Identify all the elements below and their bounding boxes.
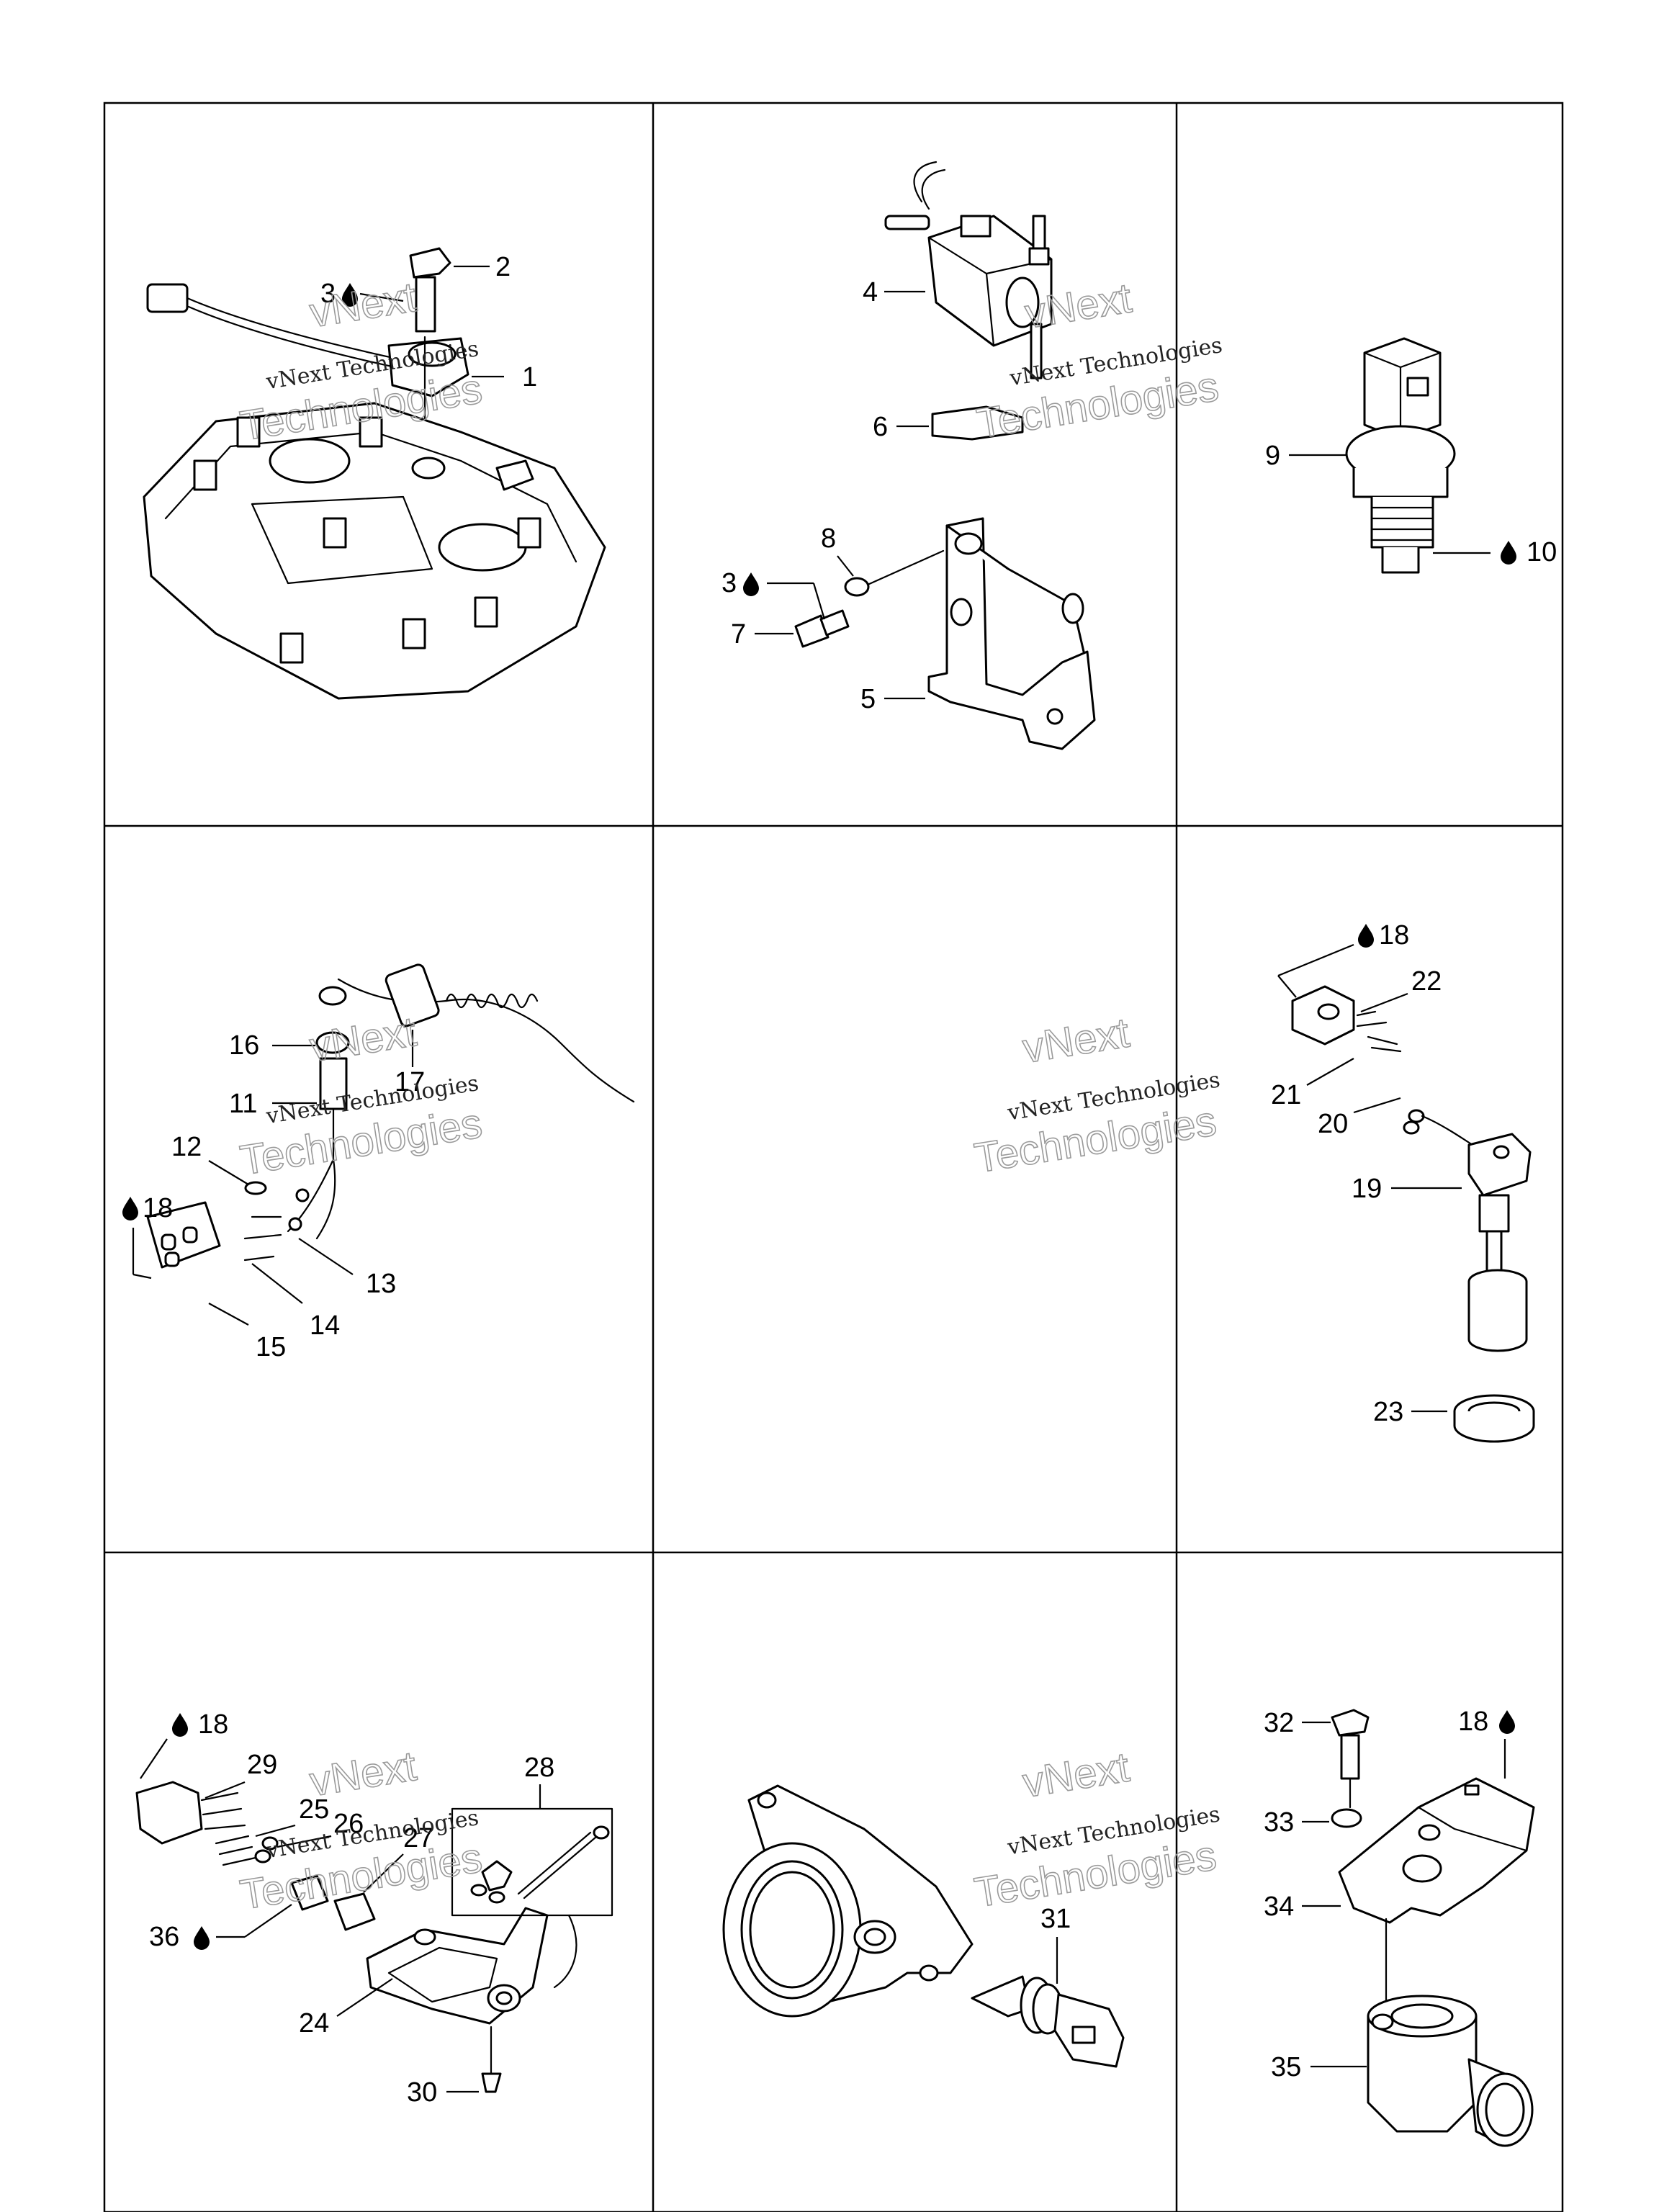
watermark-text: vNext bbox=[307, 1743, 420, 1805]
callout-34: 34 bbox=[1264, 1892, 1294, 1922]
cell-throttle-sensor bbox=[135, 1781, 613, 2093]
cell-sensor-bracket bbox=[1331, 1709, 1535, 2147]
cell-3-callouts: 9 10 bbox=[1265, 441, 1557, 567]
callout-4: 4 bbox=[863, 277, 878, 307]
callout-25: 25 bbox=[299, 1794, 329, 1825]
callout-35: 35 bbox=[1271, 2052, 1301, 2082]
washer-part bbox=[844, 577, 870, 597]
callout-22: 22 bbox=[1411, 966, 1442, 997]
callout-17: 17 bbox=[395, 1067, 425, 1097]
cell-2-callouts: 4 6 8 3 7 5 bbox=[721, 277, 929, 714]
callout-24: 24 bbox=[299, 2008, 329, 2038]
cell-sensor-19 bbox=[1291, 985, 1535, 1443]
cap-part bbox=[333, 1892, 376, 1931]
callout-5: 5 bbox=[860, 684, 876, 714]
callout-33: 33 bbox=[1264, 1807, 1294, 1838]
callout-15: 15 bbox=[256, 1332, 286, 1362]
callout-18: 18 bbox=[143, 1193, 173, 1223]
cell-6-callouts: 18 22 21 20 19 23 bbox=[1271, 920, 1462, 1427]
callout-9: 9 bbox=[1265, 441, 1280, 471]
cell-pressure-sensor bbox=[1345, 337, 1456, 574]
bolt-part bbox=[409, 247, 451, 279]
callout-23: 23 bbox=[1373, 1397, 1403, 1427]
drop-icon bbox=[172, 1713, 188, 1737]
detail-box bbox=[451, 1807, 613, 1917]
callout-28: 28 bbox=[524, 1753, 554, 1783]
callout-16: 16 bbox=[229, 1030, 259, 1061]
callout-6: 6 bbox=[873, 412, 888, 442]
callout-3-b: 3 bbox=[721, 568, 737, 598]
screw-part bbox=[481, 2072, 502, 2093]
drop-icon bbox=[743, 572, 759, 596]
watermark-cell-1: vNext vNext Technologies Technologies bbox=[236, 273, 485, 450]
temp-probe-part bbox=[319, 1057, 348, 1110]
callout-8: 8 bbox=[821, 523, 836, 554]
bracket-part bbox=[927, 517, 1096, 750]
callout-36: 36 bbox=[149, 1922, 179, 1952]
boot-part bbox=[385, 963, 440, 1028]
drop-icon bbox=[1499, 1710, 1515, 1734]
callout-1: 1 bbox=[522, 362, 537, 392]
sensor-part bbox=[1467, 1133, 1532, 1197]
callout-13: 13 bbox=[366, 1269, 396, 1299]
callout-18-d: 18 bbox=[1458, 1707, 1488, 1737]
callout-29: 29 bbox=[247, 1750, 277, 1780]
diagram-grid bbox=[103, 102, 1564, 2212]
cell-9-callouts: 32 18 33 34 35 bbox=[1264, 1707, 1515, 2082]
callout-31: 31 bbox=[1040, 1904, 1071, 1934]
callout-7: 7 bbox=[731, 619, 746, 649]
mount-bracket-part bbox=[1338, 1777, 1535, 1924]
watermark-cell-8: vNext vNext Technologies Technologies bbox=[971, 1743, 1222, 1917]
sensor-part bbox=[1363, 337, 1442, 441]
callout-20: 20 bbox=[1318, 1109, 1348, 1139]
drop-icon bbox=[122, 1197, 138, 1220]
callout-10: 10 bbox=[1527, 537, 1557, 567]
watermark-text: vNext bbox=[307, 1008, 420, 1071]
callout-18-c: 18 bbox=[198, 1709, 228, 1740]
cell-solenoid bbox=[794, 161, 1096, 750]
drop-icon bbox=[1501, 541, 1516, 565]
connector-part bbox=[135, 1781, 203, 1845]
washer-part bbox=[1331, 1808, 1362, 1828]
cell-throttle-body bbox=[722, 1784, 1125, 2068]
cell-4-callouts: 16 17 11 12 18 13 14 15 bbox=[122, 1030, 425, 1362]
callout-18-b: 18 bbox=[1379, 920, 1409, 950]
watermark-cell-5: vNext vNext Technologies Technologies bbox=[971, 1009, 1222, 1182]
fitting-part bbox=[290, 1874, 329, 1911]
bolt-part bbox=[1331, 1709, 1370, 1737]
callout-26: 26 bbox=[333, 1809, 364, 1839]
connector-part bbox=[146, 283, 189, 313]
clip-part bbox=[931, 405, 1024, 441]
callout-27: 27 bbox=[403, 1823, 433, 1853]
watermark-text: vNext bbox=[1020, 1010, 1133, 1072]
sensor-housing-part bbox=[366, 1907, 549, 2025]
callout-11: 11 bbox=[229, 1089, 257, 1119]
screw-part bbox=[794, 614, 830, 648]
callout-32: 32 bbox=[1264, 1708, 1294, 1738]
callout-30: 30 bbox=[407, 2077, 437, 2108]
cell-1-callouts: 2 1 3 bbox=[320, 252, 537, 392]
cell-7-callouts: 18 29 25 26 27 28 36 24 30 bbox=[140, 1709, 554, 2108]
callout-3: 3 bbox=[320, 279, 336, 309]
drop-icon bbox=[1358, 924, 1374, 948]
watermark-text: vNext bbox=[1020, 1744, 1133, 1807]
callout-2: 2 bbox=[495, 252, 511, 282]
cell-8-callouts: 31 bbox=[1040, 1904, 1071, 1984]
watermark-cell-4: vNext vNext Technologies Technologies bbox=[236, 1007, 485, 1184]
callout-19: 19 bbox=[1352, 1174, 1382, 1204]
o-ring-part bbox=[315, 1031, 350, 1054]
cell-temp-sensor bbox=[146, 963, 635, 1269]
callout-12: 12 bbox=[171, 1132, 202, 1162]
callout-14: 14 bbox=[310, 1310, 340, 1341]
callout-21: 21 bbox=[1271, 1080, 1301, 1110]
cell-head-cover bbox=[143, 247, 606, 700]
drop-icon bbox=[194, 1926, 210, 1950]
